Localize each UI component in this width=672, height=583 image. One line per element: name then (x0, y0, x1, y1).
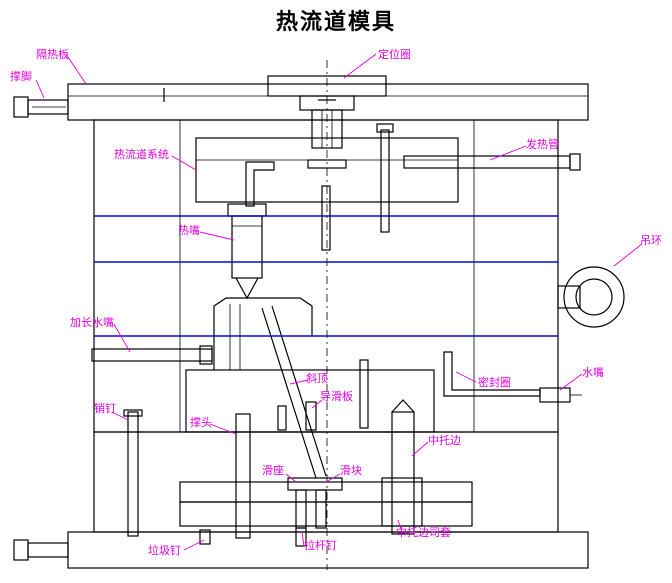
manifold-center-block (307, 159, 347, 169)
pillar-tip (391, 399, 415, 413)
leader-pin (111, 411, 129, 421)
label-return-bushing: 中托边司套 (396, 525, 451, 539)
angle-guide (277, 405, 287, 431)
angle-pin-b (271, 305, 327, 477)
label-ejector-head: 撑头 (190, 415, 212, 429)
lifting-ring-outer (563, 266, 625, 328)
leader-hot-nozzle (199, 231, 235, 241)
label-water-nozzle: 水嘴 (582, 366, 604, 379)
slide-seat (287, 477, 343, 491)
bolt-center (321, 185, 331, 251)
label-extended-nozzle: 加长水嘴 (70, 316, 114, 329)
leader-pull-pin (301, 531, 305, 547)
leader-angle-pin (289, 379, 309, 385)
slide-seat-stem-b (315, 489, 327, 529)
label-stop-pin: 垃圾钉 (148, 543, 181, 557)
leader-heating-tube (489, 145, 527, 161)
cooling-channel (443, 351, 541, 397)
pull-pin (295, 527, 307, 547)
label-sealing-ring: 密封圈 (478, 375, 511, 389)
bushing-assembly (381, 477, 423, 527)
dowel-pin (127, 411, 139, 537)
hot-nozzle-body (231, 215, 263, 279)
screw-head-bottom (13, 539, 29, 561)
heating-tube-end (569, 153, 581, 171)
label-pull-pin: 拉杆钉 (304, 538, 337, 552)
slide-seat-stem-a (295, 489, 307, 529)
heating-tube (403, 155, 571, 169)
page-title: 热流道模具 (275, 9, 396, 35)
guide-bolt (359, 359, 369, 429)
cavity-plate-top (93, 215, 559, 263)
leader-stop-pin (183, 539, 205, 551)
leader-locating-ring (343, 53, 377, 79)
nozzle-tip (235, 277, 259, 300)
cavity-plate (93, 261, 559, 337)
label-hot-nozzle: 热嘴 (178, 224, 200, 237)
label-insulation-plate: 隔热板 (36, 47, 69, 61)
leader-slide-block (325, 473, 341, 483)
insulation-plate (67, 83, 589, 121)
lifting-ring-shank (557, 285, 581, 309)
leader-hot-runner (171, 155, 197, 171)
label-slide-seat: 滑座 (262, 463, 284, 477)
sprue-bushing (311, 109, 343, 149)
leader-center-bushing (411, 441, 429, 457)
leader-insulation-plate (65, 53, 87, 85)
extended-water-nozzle (91, 348, 213, 362)
screw-head-top (13, 96, 29, 118)
dowel-pin-head (123, 409, 143, 417)
lifting-ring-inner (575, 278, 613, 316)
leader-sealing-ring (455, 371, 477, 383)
leader-lifting-ring (613, 243, 643, 267)
extended-water-nozzle-end (199, 345, 213, 365)
label-center-bushing: 中托边 (428, 433, 461, 447)
guide-plate-bolt (305, 401, 317, 431)
label-heating-tube: 发热管 (526, 137, 559, 151)
part-cavity (213, 297, 313, 370)
label-slide-block: 滑块 (340, 464, 362, 477)
support-pillar-left (235, 413, 251, 539)
stop-pin (199, 529, 211, 545)
water-nozzle (539, 387, 571, 403)
angle-pin-a (261, 307, 317, 479)
leader-screw-leg (35, 79, 45, 99)
label-locating-ring: 定位圈 (378, 47, 411, 61)
label-pin: 销钉 (94, 401, 116, 415)
screw-body-bottom (27, 542, 69, 558)
leader-return-bushing (397, 519, 403, 533)
label-angle-pin: 斜顶 (306, 372, 328, 385)
leader-extended-nozzle (113, 323, 131, 353)
label-lifting-ring: 吊环 (640, 234, 662, 247)
screw-body-top (27, 99, 69, 115)
nozzle-elbow (245, 161, 275, 207)
label-screw-leg: 撑脚 (10, 69, 32, 83)
bolt-right-head (376, 123, 394, 133)
label-hot-runner-system: 热流道系统 (114, 147, 169, 161)
leader-slide-seat (285, 473, 297, 483)
label-guide-plate: 导滑板 (320, 389, 353, 403)
leader-guide-plate (311, 399, 323, 409)
bolt-right (380, 129, 390, 233)
leader-ejector-head (209, 423, 237, 435)
leader-water-nozzle (559, 373, 583, 391)
support-pillar-right (391, 411, 415, 535)
